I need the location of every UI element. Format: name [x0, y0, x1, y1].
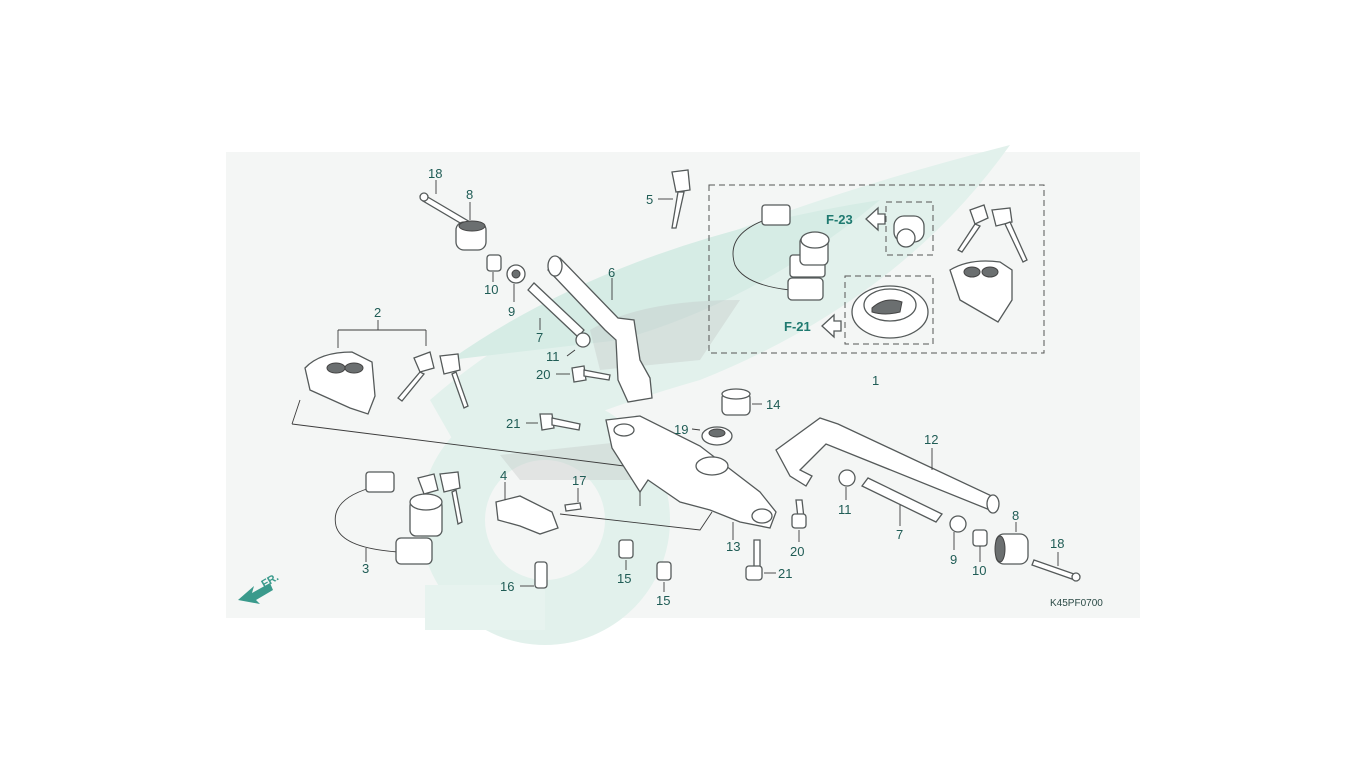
part-11-washer-left — [566, 332, 591, 357]
callout-8b: 8 — [1012, 508, 1019, 523]
part-20-bolt-left — [556, 365, 611, 383]
kit-fuel-cap-lock — [851, 285, 929, 339]
part-9-rubber-right — [949, 515, 967, 550]
front-direction-arrow-icon — [238, 583, 273, 604]
callout-5: 5 — [646, 192, 653, 207]
callout-9a: 9 — [508, 304, 515, 319]
part-7-pipe-right — [861, 477, 943, 526]
callout-2: 2 — [374, 305, 381, 320]
part-9-rubber-left — [506, 264, 526, 302]
kit-keys — [957, 204, 1028, 263]
arrow-f21-icon — [821, 313, 842, 339]
f21-sub-box — [844, 275, 934, 345]
part-4-bracket — [495, 482, 559, 535]
kit-seat-lock — [949, 260, 1013, 323]
callout-20b: 20 — [790, 544, 804, 559]
part-3-ignition-switch — [334, 471, 463, 565]
part-14-nut — [721, 388, 762, 416]
part-15-bolt-a — [618, 539, 634, 570]
callout-7b: 7 — [896, 527, 903, 542]
part-2-lock-set — [304, 320, 469, 415]
part-19-washer — [691, 426, 733, 446]
callout-14: 14 — [766, 397, 780, 412]
part-6-handlebar-left — [547, 255, 653, 403]
ref-label-f23: F-23 — [826, 212, 853, 227]
part-21-bolt-right — [745, 539, 776, 581]
callout-10a: 10 — [484, 282, 498, 297]
callout-11a: 11 — [546, 349, 560, 364]
callout-8a: 8 — [466, 187, 473, 202]
callout-21a: 21 — [506, 416, 520, 431]
part-12-handlebar-right — [775, 417, 1000, 514]
part-13-top-bridge — [605, 415, 777, 540]
diagram-background — [226, 152, 1140, 618]
callout-18a: 18 — [428, 166, 442, 181]
callout-19: 19 — [674, 422, 688, 437]
part-15-bolt-b — [656, 561, 672, 592]
callout-7a: 7 — [536, 330, 543, 345]
part-7-pipe-left — [527, 282, 585, 338]
kit-box-1 — [708, 184, 1045, 354]
kit-ignition-switch — [732, 204, 830, 301]
callout-3: 3 — [362, 561, 369, 576]
callout-16: 16 — [500, 579, 514, 594]
callout-12: 12 — [924, 432, 938, 447]
callout-10b: 10 — [972, 563, 986, 578]
part-8-end-weight-right — [994, 522, 1029, 565]
callout-15b: 15 — [656, 593, 670, 608]
part-10-collar-right — [972, 529, 988, 562]
diagram-code: K45PF0700 — [1050, 598, 1103, 609]
kit-key-cylinder-f23 — [893, 215, 925, 248]
callout-9b: 9 — [950, 552, 957, 567]
part-8-end-weight-left — [455, 202, 487, 251]
callout-4: 4 — [500, 468, 507, 483]
callout-18b: 18 — [1050, 536, 1064, 551]
part-18-screw-right — [1031, 552, 1081, 582]
f23-sub-box — [885, 201, 934, 256]
part-16-bolt — [520, 561, 548, 589]
callout-17: 17 — [572, 473, 586, 488]
leader-4-to-clamp — [559, 492, 713, 531]
callout-13: 13 — [726, 539, 740, 554]
callout-1: 1 — [872, 373, 879, 388]
part-17-screw — [564, 488, 582, 512]
part-11-washer-right — [838, 469, 856, 500]
part-10-collar-left — [486, 254, 502, 282]
callout-6: 6 — [608, 265, 615, 280]
arrow-f23-icon — [865, 206, 886, 232]
leader-2-to-clamp — [291, 399, 641, 469]
callout-21b: 21 — [778, 566, 792, 581]
part-5-key — [658, 169, 691, 229]
callout-15a: 15 — [617, 571, 631, 586]
part-21-bolt-left — [526, 413, 581, 431]
ref-label-f21: F-21 — [784, 319, 811, 334]
part-20-bolt-right — [791, 499, 807, 542]
callout-11b: 11 — [838, 502, 852, 517]
callout-20a: 20 — [536, 367, 550, 382]
